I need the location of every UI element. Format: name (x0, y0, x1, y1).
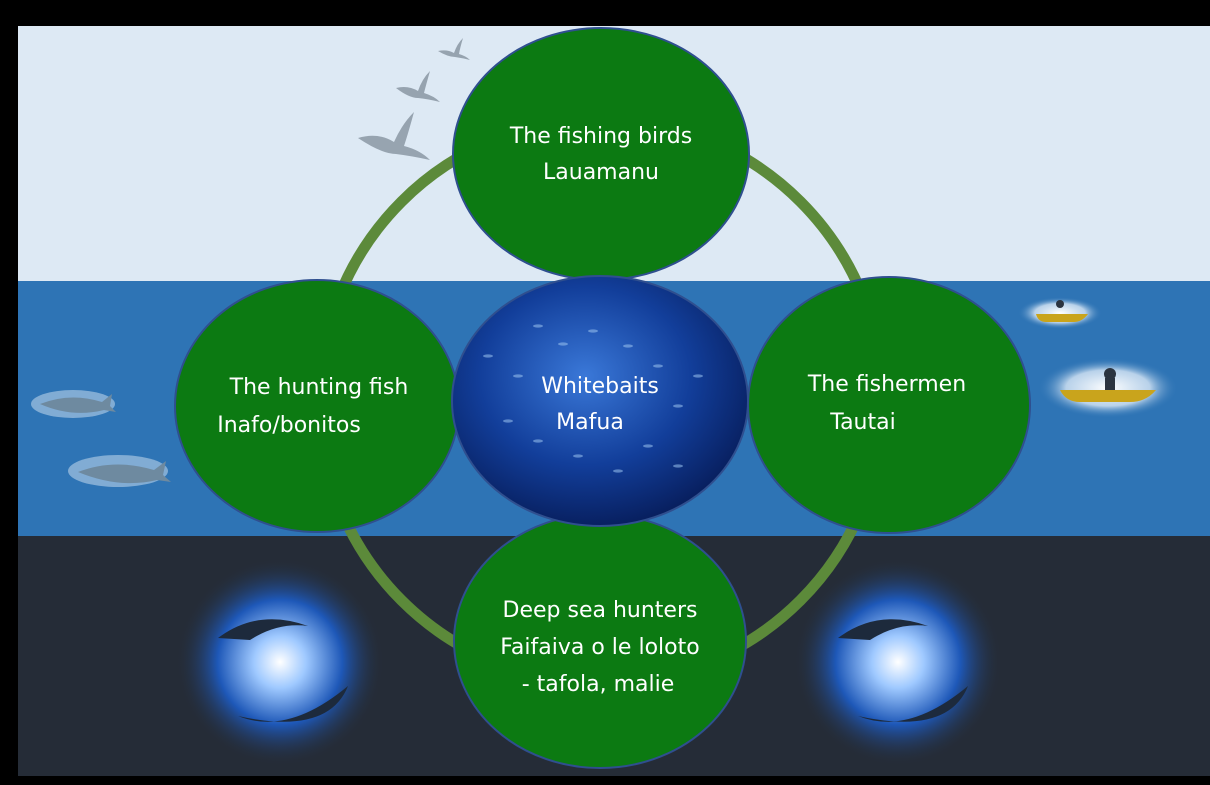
node-fishermen: The fishermen Tautai (748, 277, 1030, 533)
fishermen-name: The fishermen (807, 372, 966, 397)
node-deep-sea-hunters: Deep sea hunters Faifaiva o le loloto - … (454, 514, 746, 768)
fishing-birds-samoan-name: Lauamanu (543, 160, 659, 185)
hunting-fish-name: The hunting fish (229, 375, 409, 400)
node-hunting-fish: The hunting fish Inafo/bonitos (175, 280, 459, 532)
deep-sea-hunters-name: Deep sea hunters (503, 598, 698, 623)
fishermen-samoan-name: Tautai (829, 410, 895, 435)
node-fishing-birds: The fishing birds Lauamanu (453, 28, 749, 280)
whitebaits-name: Whitebaits (541, 374, 659, 399)
whitebaits-samoan-name: Mafua (556, 410, 624, 435)
deep-sea-hunters-examples: - tafola, malie (522, 672, 675, 697)
node-whitebaits: Whitebaits Mafua (452, 276, 748, 526)
deep-sea-hunters-samoan-name: Faifaiva o le loloto (500, 635, 699, 660)
food-chain-diagram: The fishing birds Lauamanu The hunting f… (18, 26, 1210, 776)
sharks-illustration-right (794, 558, 1002, 766)
diagram-frame: The fishing birds Lauamanu The hunting f… (18, 26, 1210, 776)
fishing-birds-name: The fishing birds (509, 124, 692, 149)
hunting-fish-samoan-name: Inafo/bonitos (217, 413, 361, 438)
sharks-illustration-left (176, 558, 384, 766)
